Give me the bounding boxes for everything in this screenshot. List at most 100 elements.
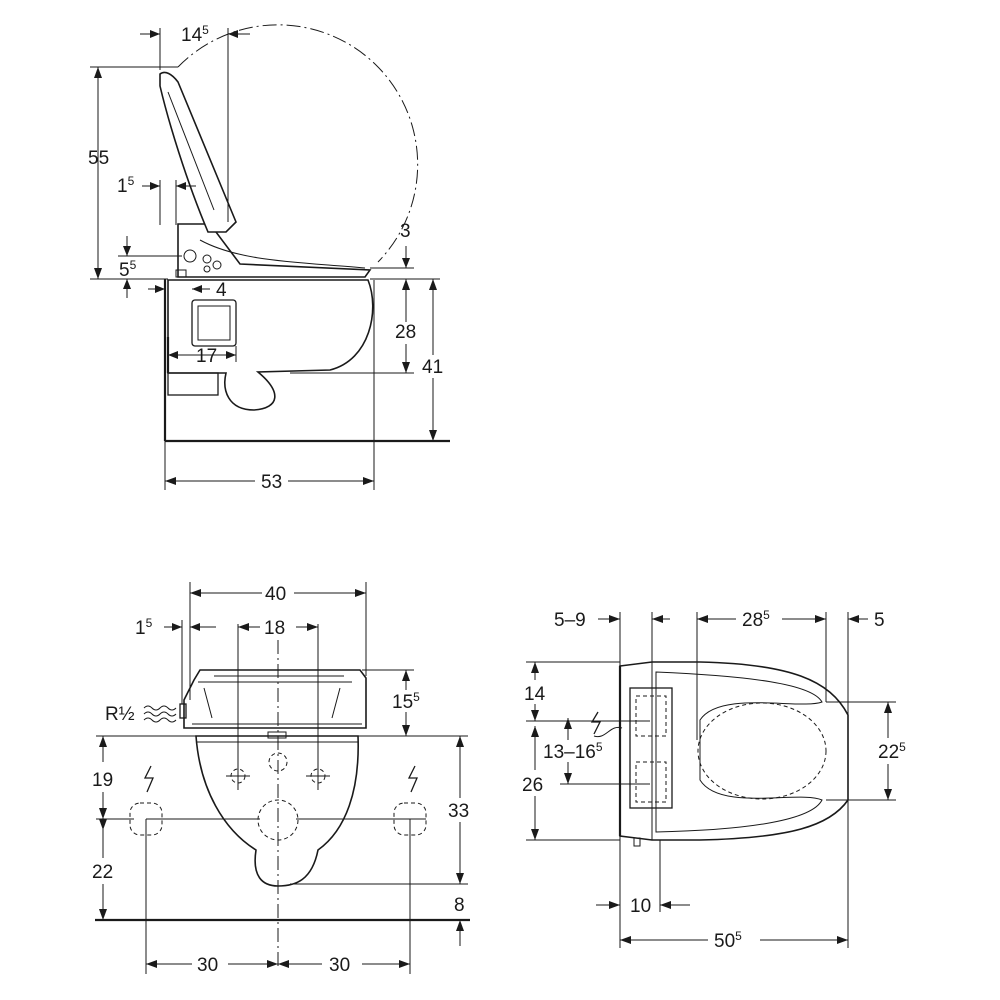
- dim-5: 5: [874, 610, 885, 631]
- dim-13-16-5: 13–165: [543, 740, 603, 763]
- arrow: [99, 819, 107, 830]
- arrow: [531, 710, 539, 721]
- seat-contour: [199, 239, 366, 269]
- dim-26: 26: [522, 775, 543, 796]
- side-connector-box: [167, 372, 219, 396]
- bowl-opening: [697, 702, 827, 800]
- arrow: [531, 829, 539, 840]
- arrow: [660, 901, 671, 909]
- dim-19: 19: [92, 770, 113, 791]
- seat-ring: [655, 671, 823, 833]
- arrow: [620, 936, 631, 944]
- arrow: [402, 279, 410, 290]
- control-unit: [629, 687, 673, 809]
- seat-front-outline: [183, 669, 367, 729]
- arrow: [531, 662, 539, 673]
- dim-17: 17: [196, 346, 217, 367]
- dim-5-9: 5–9: [554, 610, 586, 631]
- arrow: [456, 920, 464, 931]
- arrow: [884, 789, 892, 800]
- dim-8: 8: [454, 895, 465, 916]
- dim-14: 14: [524, 684, 546, 705]
- arrow: [146, 960, 157, 968]
- control-dot-icon: [202, 254, 212, 264]
- arrow: [99, 909, 107, 920]
- cable-icon: [593, 726, 623, 738]
- drain-port: [257, 799, 299, 841]
- arrow: [402, 725, 410, 736]
- arrow: [150, 182, 160, 190]
- arrow: [429, 279, 437, 290]
- arrow: [884, 702, 892, 713]
- dim-30-right: 30: [329, 955, 350, 976]
- water-inlet-stub: [179, 703, 187, 719]
- connection-box-bottom: [635, 761, 667, 803]
- dim-53: 53: [261, 472, 282, 493]
- water-wave-icon: [143, 705, 177, 723]
- dim-33: 33: [448, 801, 469, 822]
- arrow: [402, 362, 410, 373]
- arrow: [155, 285, 165, 293]
- connection-box-top: [635, 695, 667, 737]
- arrow: [99, 736, 107, 747]
- arrow: [456, 873, 464, 884]
- arrow: [848, 615, 859, 623]
- arrow: [564, 718, 572, 729]
- bowl-side-outline: [167, 279, 374, 411]
- dim-18: 18: [264, 618, 285, 639]
- arrow: [837, 936, 848, 944]
- arrow: [278, 960, 289, 968]
- arrow: [228, 30, 238, 38]
- seat-side: [177, 223, 372, 278]
- arrow: [94, 268, 102, 279]
- outlet-stub: [633, 837, 641, 847]
- dim-30-left: 30: [197, 955, 218, 976]
- arrow: [192, 285, 202, 293]
- lid-inner-line: [167, 91, 215, 211]
- dim-50-5: 505: [714, 929, 742, 952]
- arrow: [652, 615, 663, 623]
- lightning-icon: [590, 711, 602, 735]
- bowl-front-outline: [195, 735, 359, 887]
- arrow: [226, 351, 236, 359]
- arrow: [429, 430, 437, 441]
- arrow: [363, 477, 374, 485]
- arrow: [123, 279, 131, 289]
- dim-28: 28: [395, 322, 416, 343]
- side-inspection-frame: [191, 299, 237, 347]
- arrow: [168, 351, 178, 359]
- seat-front-edges: [203, 687, 341, 719]
- dim-55: 55: [88, 148, 109, 169]
- dim-4: 4: [216, 280, 227, 301]
- arrow: [609, 615, 620, 623]
- arrow: [456, 736, 464, 747]
- side-inspection-inner: [197, 305, 231, 341]
- dim-1-5: 15: [135, 616, 153, 639]
- dim-22: 22: [92, 862, 113, 883]
- control-dot-icon: [203, 265, 211, 273]
- side-view: 145 55 15 3 55 4: [88, 23, 450, 493]
- arrow: [94, 67, 102, 78]
- arrow: [307, 623, 318, 631]
- knob-icon: [183, 249, 197, 263]
- arrow: [165, 477, 176, 485]
- arrow: [609, 901, 620, 909]
- arrow: [176, 182, 186, 190]
- dim-3: 3: [400, 221, 411, 242]
- top-view: 5–9 285 5 14 13–165 26: [522, 608, 906, 952]
- dim-10: 10: [630, 896, 651, 917]
- arrow: [190, 589, 201, 597]
- control-dot-icon: [212, 260, 222, 270]
- arrow: [531, 726, 539, 737]
- arrow: [267, 960, 278, 968]
- pipe-label: R½: [105, 704, 135, 725]
- bowl-clip: [267, 731, 287, 739]
- lightning-icon: [407, 765, 418, 793]
- arrow: [238, 623, 249, 631]
- seat-plan-outline: [619, 661, 849, 841]
- dim-40: 40: [265, 584, 286, 605]
- lid-raised: [159, 71, 237, 233]
- water-port: [268, 752, 288, 772]
- arrow: [402, 258, 410, 268]
